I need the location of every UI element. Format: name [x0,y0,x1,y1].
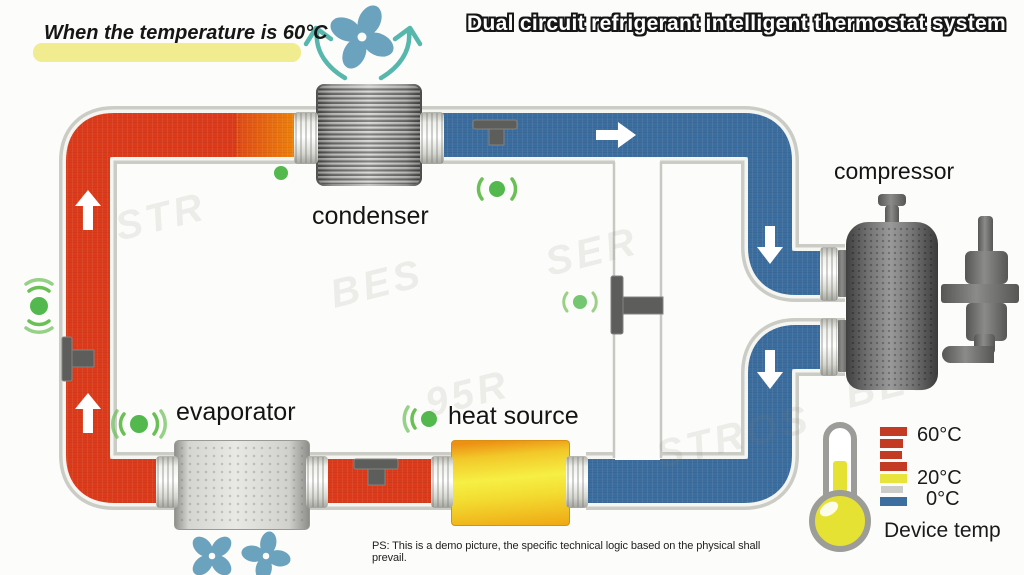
condenser-label: condenser [312,202,429,230]
compressor-label: compressor [834,158,955,184]
accumulator-plate [941,284,1019,303]
pipe-connector [156,456,178,508]
legend-bar-warm [880,474,907,483]
heat-source-unit [451,440,570,526]
accumulator-upper [965,251,1008,284]
pipe-connector [420,112,444,164]
compressor-body [846,222,938,390]
pipe-connector [820,318,838,376]
thermometer-icon [809,422,871,552]
fan-icon [192,5,394,575]
compressor-port [836,250,849,297]
legend-bar-hot [880,462,907,471]
pipe-connector [294,112,318,164]
legend-bar-hot [880,427,907,436]
wireless-sensor-icon [24,166,598,439]
legend-bar-hot [880,451,902,459]
accumulator-stem [978,216,993,254]
footnote: PS: This is a demo picture, the specific… [372,540,761,564]
pipe-connector [566,456,588,508]
scenario-caption: When the temperature is 60°C [44,22,328,44]
valve-icon [61,119,664,486]
legend-label-20c: 20°C [917,467,962,489]
compressor-plug [878,194,906,206]
legend-bar-hot [880,439,903,448]
evaporator-unit [174,440,310,530]
evaporator-label: evaporator [176,398,296,426]
pipe-connector [431,456,453,508]
flow-arrow-icon [75,122,783,433]
legend-bar-mid [881,486,903,493]
airflow-arrow-icon [303,25,423,81]
compressor-plug-stem [885,205,899,227]
legend-label-0c: 0°C [926,488,960,510]
heat-source-label: heat source [448,402,579,430]
pipe-connector [820,247,838,301]
legend-label-60c: 60°C [917,424,962,446]
compressor-port [836,320,849,372]
legend-bar-cold [880,497,907,506]
condenser-unit [316,84,422,186]
legend-caption: Device temp [884,519,1001,542]
page-title: Dual circuit refrigerant intelligent the… [467,12,1006,35]
pipe-connector [306,456,328,508]
accumulator-elbow [942,346,994,363]
yellow-highlight [33,43,301,62]
